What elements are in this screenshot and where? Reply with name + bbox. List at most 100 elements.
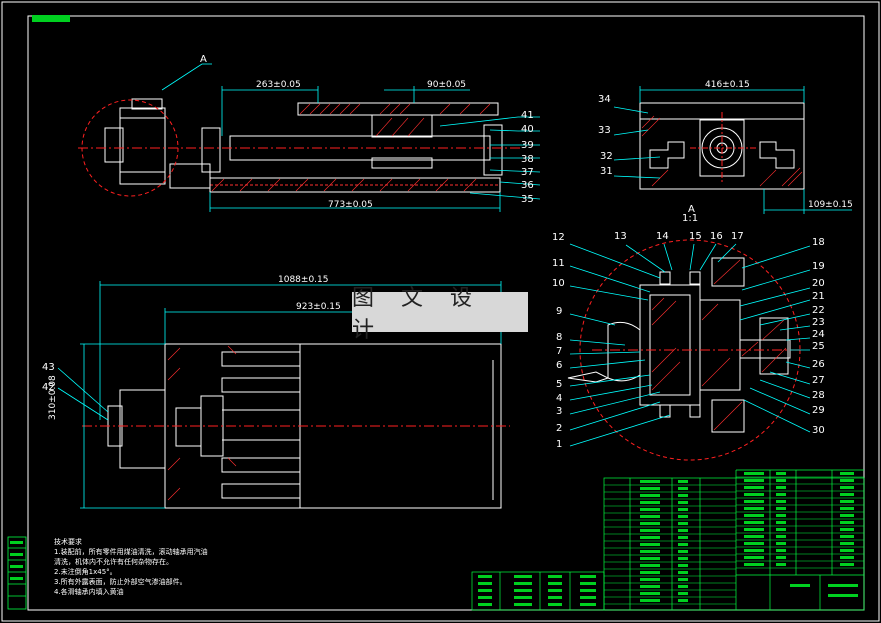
watermark-banner: 图 文 设 计	[352, 286, 528, 343]
title-block-cell-fill	[678, 487, 688, 490]
title-block-cell-fill	[640, 557, 660, 560]
title-block-cell-fill	[580, 575, 596, 578]
title-block-cell-fill	[744, 549, 764, 552]
title-block-cell-fill	[744, 556, 764, 559]
title-block-cell-fill	[744, 535, 764, 538]
title-block-cell-fill	[640, 508, 660, 511]
title-block-cell-fill	[744, 521, 764, 524]
part-number: 6	[556, 360, 563, 371]
title-block-cell-fill	[640, 501, 660, 504]
title-block-cell-fill	[776, 493, 786, 496]
title-block-cell-fill	[478, 582, 492, 585]
dimension-1088: 1088±0.15	[278, 275, 329, 285]
part-number: 22	[812, 305, 825, 316]
title-block-cell-fill	[776, 472, 786, 475]
technical-note-line: 2.未注倒角1x45°。	[54, 568, 117, 576]
plan-view	[107, 343, 502, 509]
part-number: 3	[556, 406, 563, 417]
title-block-cell-fill	[776, 514, 786, 517]
dimension-773: 773±0.05	[328, 200, 373, 210]
dimension-109: 109±0.15	[808, 200, 853, 210]
part-number: 25	[812, 341, 825, 352]
title-block-cell-fill	[678, 564, 688, 567]
part-number: 24	[812, 329, 825, 340]
title-block-cell-fill	[514, 575, 532, 578]
title-block-cell-fill	[840, 542, 854, 545]
title-block-cell-fill	[478, 603, 492, 606]
part-number: 2	[556, 423, 563, 434]
title-block-cell-fill	[776, 486, 786, 489]
title-block-cell-fill	[790, 584, 810, 587]
part-number: 10	[552, 278, 565, 289]
title-block-cell-fill	[678, 508, 688, 511]
title-block-cell-fill	[840, 535, 854, 538]
title-block-cell-fill	[840, 549, 854, 552]
title-block-cell-fill	[678, 557, 688, 560]
part-number: 39	[521, 140, 534, 151]
section-mark-a-top: A	[200, 54, 207, 65]
title-block-cell-fill	[478, 596, 492, 599]
title-block-fills	[478, 472, 858, 606]
part-number: 40	[521, 124, 534, 135]
title-block-cell-fill	[776, 563, 786, 566]
corner-label-block	[32, 15, 70, 22]
title-block-cell-fill	[678, 585, 688, 588]
title-block-cell-fill	[776, 549, 786, 552]
part-number: 20	[812, 278, 825, 289]
section-mark-a-side: A	[688, 204, 695, 215]
title-block-cell-fill	[776, 542, 786, 545]
title-block-cell-fill	[678, 494, 688, 497]
part-number: 4	[556, 393, 563, 404]
title-block-cell-fill	[640, 529, 660, 532]
title-block-cell-fill	[744, 528, 764, 531]
title-block-cell-fill	[678, 578, 688, 581]
title-block-cell-fill	[640, 515, 660, 518]
title-block-cell-fill	[640, 564, 660, 567]
title-block-cell-fill	[478, 589, 492, 592]
part-number: 21	[812, 291, 825, 302]
title-block-cell-fill	[840, 528, 854, 531]
part-number: 33	[598, 125, 611, 136]
title-block-cell-fill	[828, 594, 858, 597]
title-block-cell-fill	[776, 556, 786, 559]
title-block-cell-fill	[776, 535, 786, 538]
title-block-cell-fill	[776, 500, 786, 503]
technical-notes: 技术要求 1.装配前，所有零件用煤油清洗，滚动轴承用汽油 清洗，机体内不允许有任…	[54, 537, 208, 597]
part-number: 42	[42, 382, 55, 393]
title-block-cell-fill	[678, 515, 688, 518]
title-block-cell-fill	[678, 543, 688, 546]
part-number: 14	[656, 231, 669, 242]
title-block-cell-fill	[744, 472, 764, 475]
title-block-cell-fill	[514, 603, 532, 606]
title-block-cell-fill	[840, 472, 854, 475]
part-number: 7	[556, 346, 563, 357]
title-block-cell-fill	[548, 589, 562, 592]
part-number: 23	[812, 317, 825, 328]
title-block-cell-fill	[840, 493, 854, 496]
title-block-cell-fill	[678, 592, 688, 595]
title-block-cell-fill	[548, 603, 562, 606]
title-block-rows	[604, 476, 864, 605]
title-block-cell-fill	[678, 571, 688, 574]
part-number: 12	[552, 232, 565, 243]
title-block-cell-fill	[580, 596, 596, 599]
title-block-cell-fill	[840, 486, 854, 489]
title-block-cell-fill	[776, 479, 786, 482]
title-block-cell-fill	[514, 596, 532, 599]
title-block-cell-fill	[640, 543, 660, 546]
title-block-cell-fill	[744, 479, 764, 482]
dimension-923: 923±0.15	[296, 302, 341, 312]
title-block-cell-fill	[514, 589, 532, 592]
title-block-cell-fill	[776, 528, 786, 531]
title-block-cell-fill	[548, 596, 562, 599]
title-block-cell-fill	[744, 507, 764, 510]
part-number: 11	[552, 258, 565, 269]
section-scale-label: 1:1	[682, 213, 699, 224]
title-block-cell-fill	[840, 514, 854, 517]
end-view-hatch	[641, 115, 803, 187]
title-block-cell-fill	[640, 599, 660, 602]
title-block-cell-fill	[640, 585, 660, 588]
title-block-cell-fill	[678, 599, 688, 602]
part-number: 8	[556, 332, 563, 343]
